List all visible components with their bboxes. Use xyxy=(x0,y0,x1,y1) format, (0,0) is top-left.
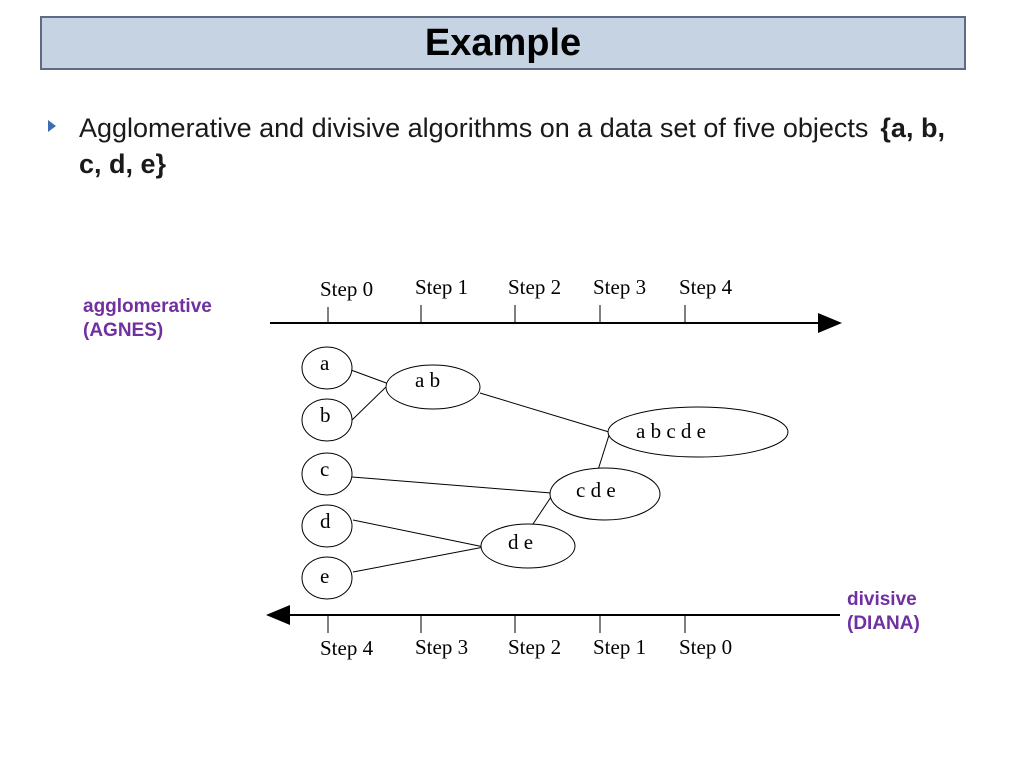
node-ab-label: a b xyxy=(415,368,440,392)
leaf-labels: a b c d e xyxy=(320,351,331,588)
bottom-step-label: Step 3 xyxy=(415,635,468,659)
node-de-label: d e xyxy=(508,530,533,554)
node-abcde xyxy=(607,406,789,458)
divisive-label: divisive (DIANA) xyxy=(847,588,920,636)
bottom-step-label: Step 0 xyxy=(679,635,732,659)
node-abcde-label: a b c d e xyxy=(636,419,706,443)
edge-e-de xyxy=(352,546,485,573)
agglomerative-ticks xyxy=(327,305,686,323)
node-b-label: b xyxy=(320,403,331,427)
bullet-emphasis: {a, b, c, d, e} xyxy=(79,113,945,179)
edge-de-cde xyxy=(530,493,554,528)
top-step-label: Step 0 xyxy=(320,277,373,301)
top-step-label: Step 1 xyxy=(415,275,468,299)
node-a-label: a xyxy=(320,351,330,375)
bottom-step-label: Step 1 xyxy=(593,635,646,659)
agglomerative-label-name: agglomerative xyxy=(83,296,212,317)
node-c-label: c xyxy=(320,457,329,481)
edge-ab-abcde xyxy=(479,392,610,433)
node-a xyxy=(301,346,353,390)
top-step-label: Step 4 xyxy=(679,275,733,299)
agglomerative-label-abbrev: (AGNES) xyxy=(83,320,164,341)
bullet-text: Agglomerative and divisive algorithms on… xyxy=(79,110,959,182)
top-step-label: Step 3 xyxy=(593,275,646,299)
edge-a-ab xyxy=(350,369,390,385)
node-cde-label: c d e xyxy=(576,478,616,502)
bullet-body: Agglomerative and divisive algorithms on… xyxy=(79,113,869,143)
node-b xyxy=(301,398,353,442)
slide-title: Example xyxy=(424,21,582,64)
bottom-step-label: Step 2 xyxy=(508,635,561,659)
agglomerative-label: agglomerative (AGNES) xyxy=(83,295,212,343)
node-d-label: d xyxy=(320,509,331,533)
divisive-label-abbrev: (DIANA) xyxy=(847,613,920,634)
edge-d-de xyxy=(352,519,485,548)
divisive-ticks xyxy=(327,615,686,633)
agglomerative-step-labels: Step 0 Step 1 Step 2 Step 3 Step 4 xyxy=(320,275,733,301)
node-c xyxy=(301,452,353,496)
cluster-labels: a b d e c d e a b c d e xyxy=(415,368,706,554)
divisive-label-name: divisive xyxy=(847,589,917,610)
leaf-nodes xyxy=(301,346,353,600)
bottom-step-label: Step 4 xyxy=(320,636,374,660)
edge-cde-abcde xyxy=(597,431,611,471)
node-cde xyxy=(549,467,661,521)
title-bar: Example xyxy=(40,16,966,70)
bullet-arrow-icon xyxy=(48,120,56,132)
node-e-label: e xyxy=(320,564,329,588)
merge-lines xyxy=(350,369,611,573)
cluster-nodes xyxy=(385,364,789,569)
node-e xyxy=(301,556,353,600)
node-d xyxy=(301,504,353,548)
node-ab xyxy=(385,364,481,410)
edge-b-ab xyxy=(350,383,390,422)
edge-c-cde xyxy=(351,476,552,494)
top-step-label: Step 2 xyxy=(508,275,561,299)
divisive-step-labels: Step 4 Step 3 Step 2 Step 1 Step 0 xyxy=(320,635,732,660)
node-de xyxy=(480,523,576,569)
